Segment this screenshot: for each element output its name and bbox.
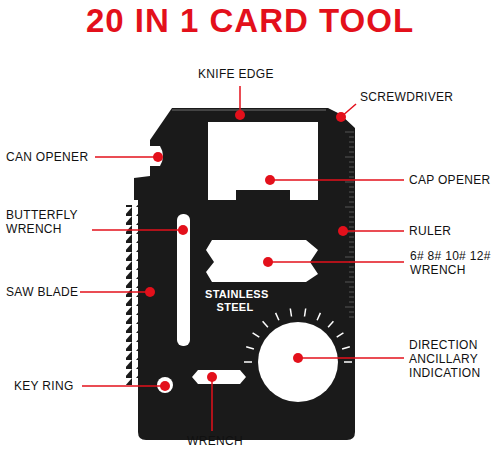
part-label: CAP OPENER <box>409 173 497 187</box>
saw-teeth <box>126 205 138 385</box>
part-label: SAW BLADE <box>6 285 86 299</box>
leader-lines <box>80 86 404 431</box>
part-label: DIRECTION ANCILLARY INDICATION <box>409 338 497 380</box>
hex-wrench-hole <box>206 240 318 282</box>
ruler-ticks <box>345 132 354 317</box>
can-opener-notch <box>138 146 163 166</box>
cap-opener-hole <box>208 122 318 200</box>
part-label: KEY RING <box>14 379 84 393</box>
part-label: BUTTERFLY WRENCH <box>6 208 91 236</box>
part-label: KNIFE EDGE <box>198 67 288 81</box>
part-label: SCREWDRIVER <box>360 90 470 104</box>
part-label: RULER <box>409 224 497 238</box>
material-mark: STAINLESS STEEL <box>205 288 265 314</box>
sunburst-rays <box>244 309 352 363</box>
leader-dots <box>145 110 348 391</box>
butterfly-slot <box>177 214 190 346</box>
small-wrench-hole <box>192 370 246 384</box>
title: 20 IN 1 CARD TOOL <box>0 2 500 40</box>
direction-circle <box>258 322 338 402</box>
part-label: 6# 8# 10# 12# WRENCH <box>410 249 496 277</box>
knife-notch <box>150 108 172 140</box>
card-body <box>134 108 355 440</box>
part-label: CAN OPENER <box>6 150 96 164</box>
key-ring-hole <box>157 377 173 393</box>
part-label: WRENCH <box>180 434 250 448</box>
